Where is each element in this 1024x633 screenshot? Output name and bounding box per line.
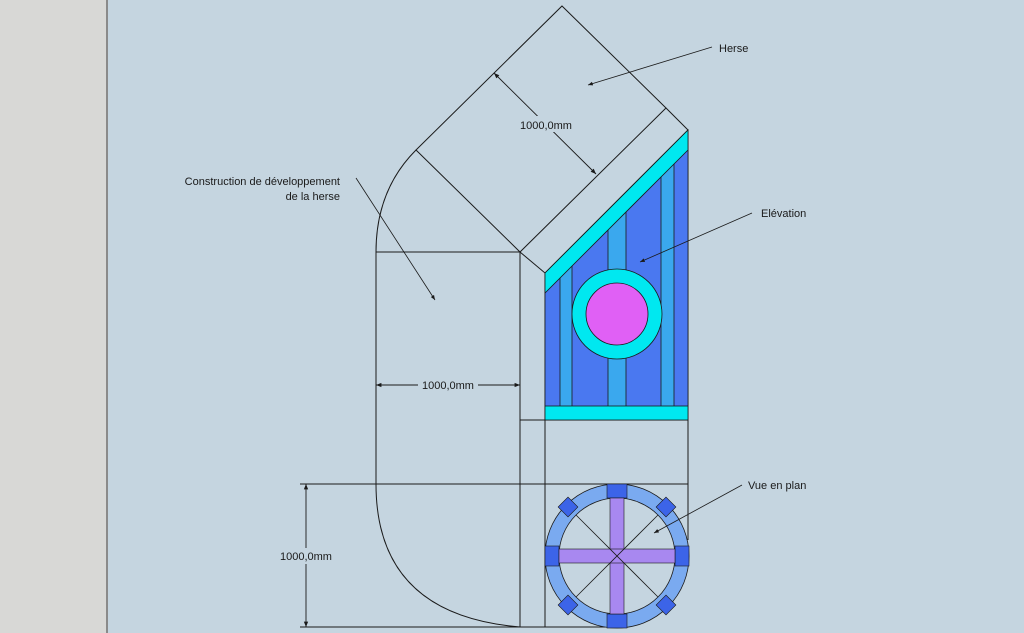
label-plan: Vue en plan [748, 480, 806, 492]
leader-lines [355, 46, 753, 534]
dimension-left-text: 1000,0mm [280, 551, 332, 563]
dimension-middle: 1000,0mm [376, 377, 520, 393]
dimension-middle-text: 1000,0mm [422, 380, 474, 392]
dimension-left: 1000,0mm [276, 484, 336, 627]
label-construction-line1: Construction de développement [185, 176, 340, 188]
lower-arc [375, 483, 521, 628]
dimension-top-text: 1000,0mm [520, 120, 572, 132]
label-elevation: Elévation [761, 208, 806, 220]
label-herse: Herse [719, 43, 748, 55]
development-outline [300, 5, 689, 628]
side-panel [0, 0, 108, 633]
label-construction-line2: de la herse [286, 191, 340, 203]
plan-view [544, 483, 690, 629]
dimension-top: 1000,0mm [493, 72, 597, 175]
elevation-view [544, 129, 689, 421]
upper-arc [375, 149, 417, 253]
